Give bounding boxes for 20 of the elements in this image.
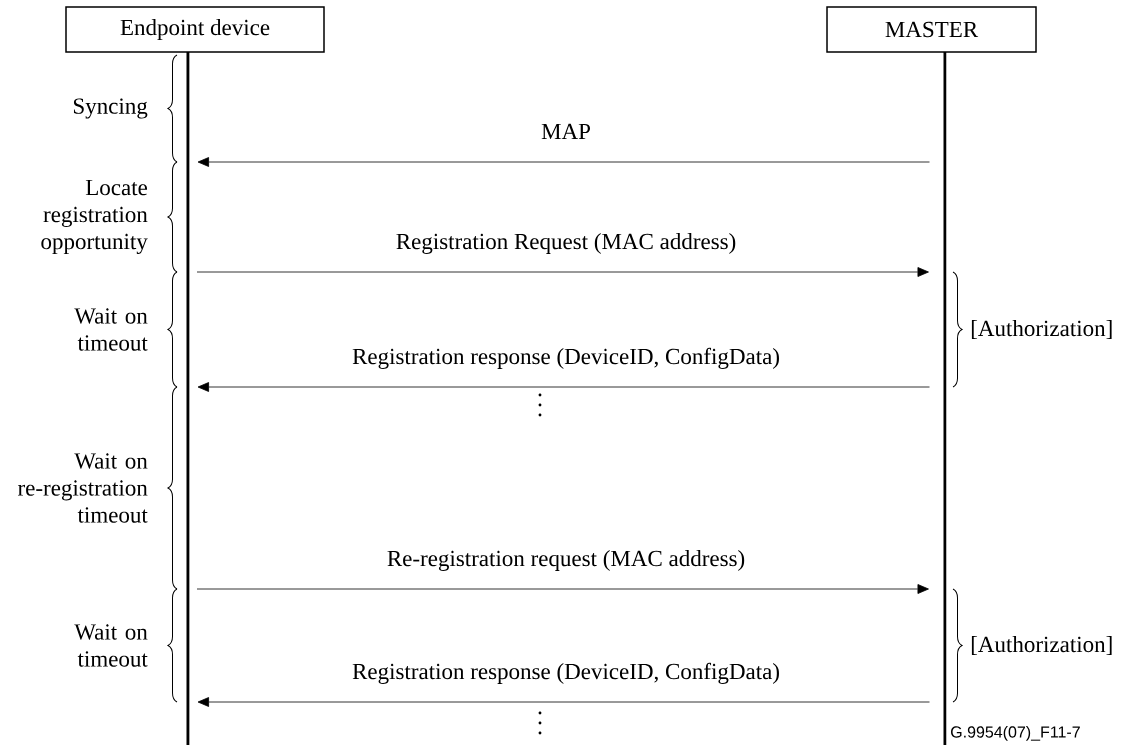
edge-label: Registration Request (MAC address) bbox=[396, 233, 736, 254]
arrow bbox=[196, 267, 929, 277]
arrow bbox=[197, 697, 930, 707]
phase-label: Wait on re-registration timeout bbox=[18, 453, 148, 523]
figure-id: G.9954(07)_F11-7 bbox=[951, 725, 1080, 741]
arrow bbox=[196, 584, 929, 594]
phase-label: [Authorization] bbox=[971, 320, 1112, 339]
phase-label: Locate registration opportunity bbox=[41, 180, 148, 254]
participant-box: MASTER bbox=[826, 6, 1037, 53]
edge-label: MAP bbox=[541, 123, 590, 139]
phase-label: [Authorization] bbox=[971, 636, 1112, 655]
phase-label: Wait on timeout bbox=[74, 308, 148, 351]
edge-label: Registration response (DeviceID, ConfigData) bbox=[352, 347, 779, 369]
phase-label: Syncing bbox=[73, 98, 148, 119]
edge-label: Re-registration request (MAC address) bbox=[387, 550, 745, 571]
edge-label: Registration response (DeviceID, ConfigData) bbox=[352, 662, 779, 684]
arrow bbox=[197, 382, 930, 392]
arrow bbox=[197, 157, 930, 167]
participant-box: Endpoint device bbox=[65, 6, 325, 53]
phase-label: Wait on timeout bbox=[74, 624, 148, 667]
